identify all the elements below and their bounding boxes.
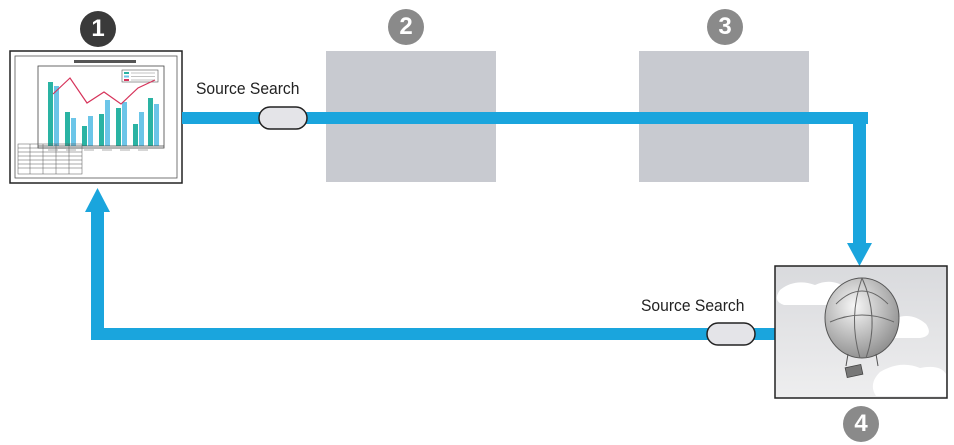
step-1-badge: 1	[80, 11, 116, 47]
source-search-button-icon	[706, 322, 756, 346]
step-2-badge: 2	[388, 9, 424, 45]
step-4-badge: 4	[843, 406, 879, 442]
source-search-label-top: Source Search	[196, 79, 300, 98]
source-search-label-bottom: Source Search	[641, 296, 745, 315]
source-search-button-icon	[258, 106, 308, 130]
flow-arrows	[85, 112, 872, 340]
presentation-chart-icon	[9, 50, 183, 184]
step-3-badge: 3	[707, 9, 743, 45]
hot-air-balloon-icon	[774, 265, 948, 399]
